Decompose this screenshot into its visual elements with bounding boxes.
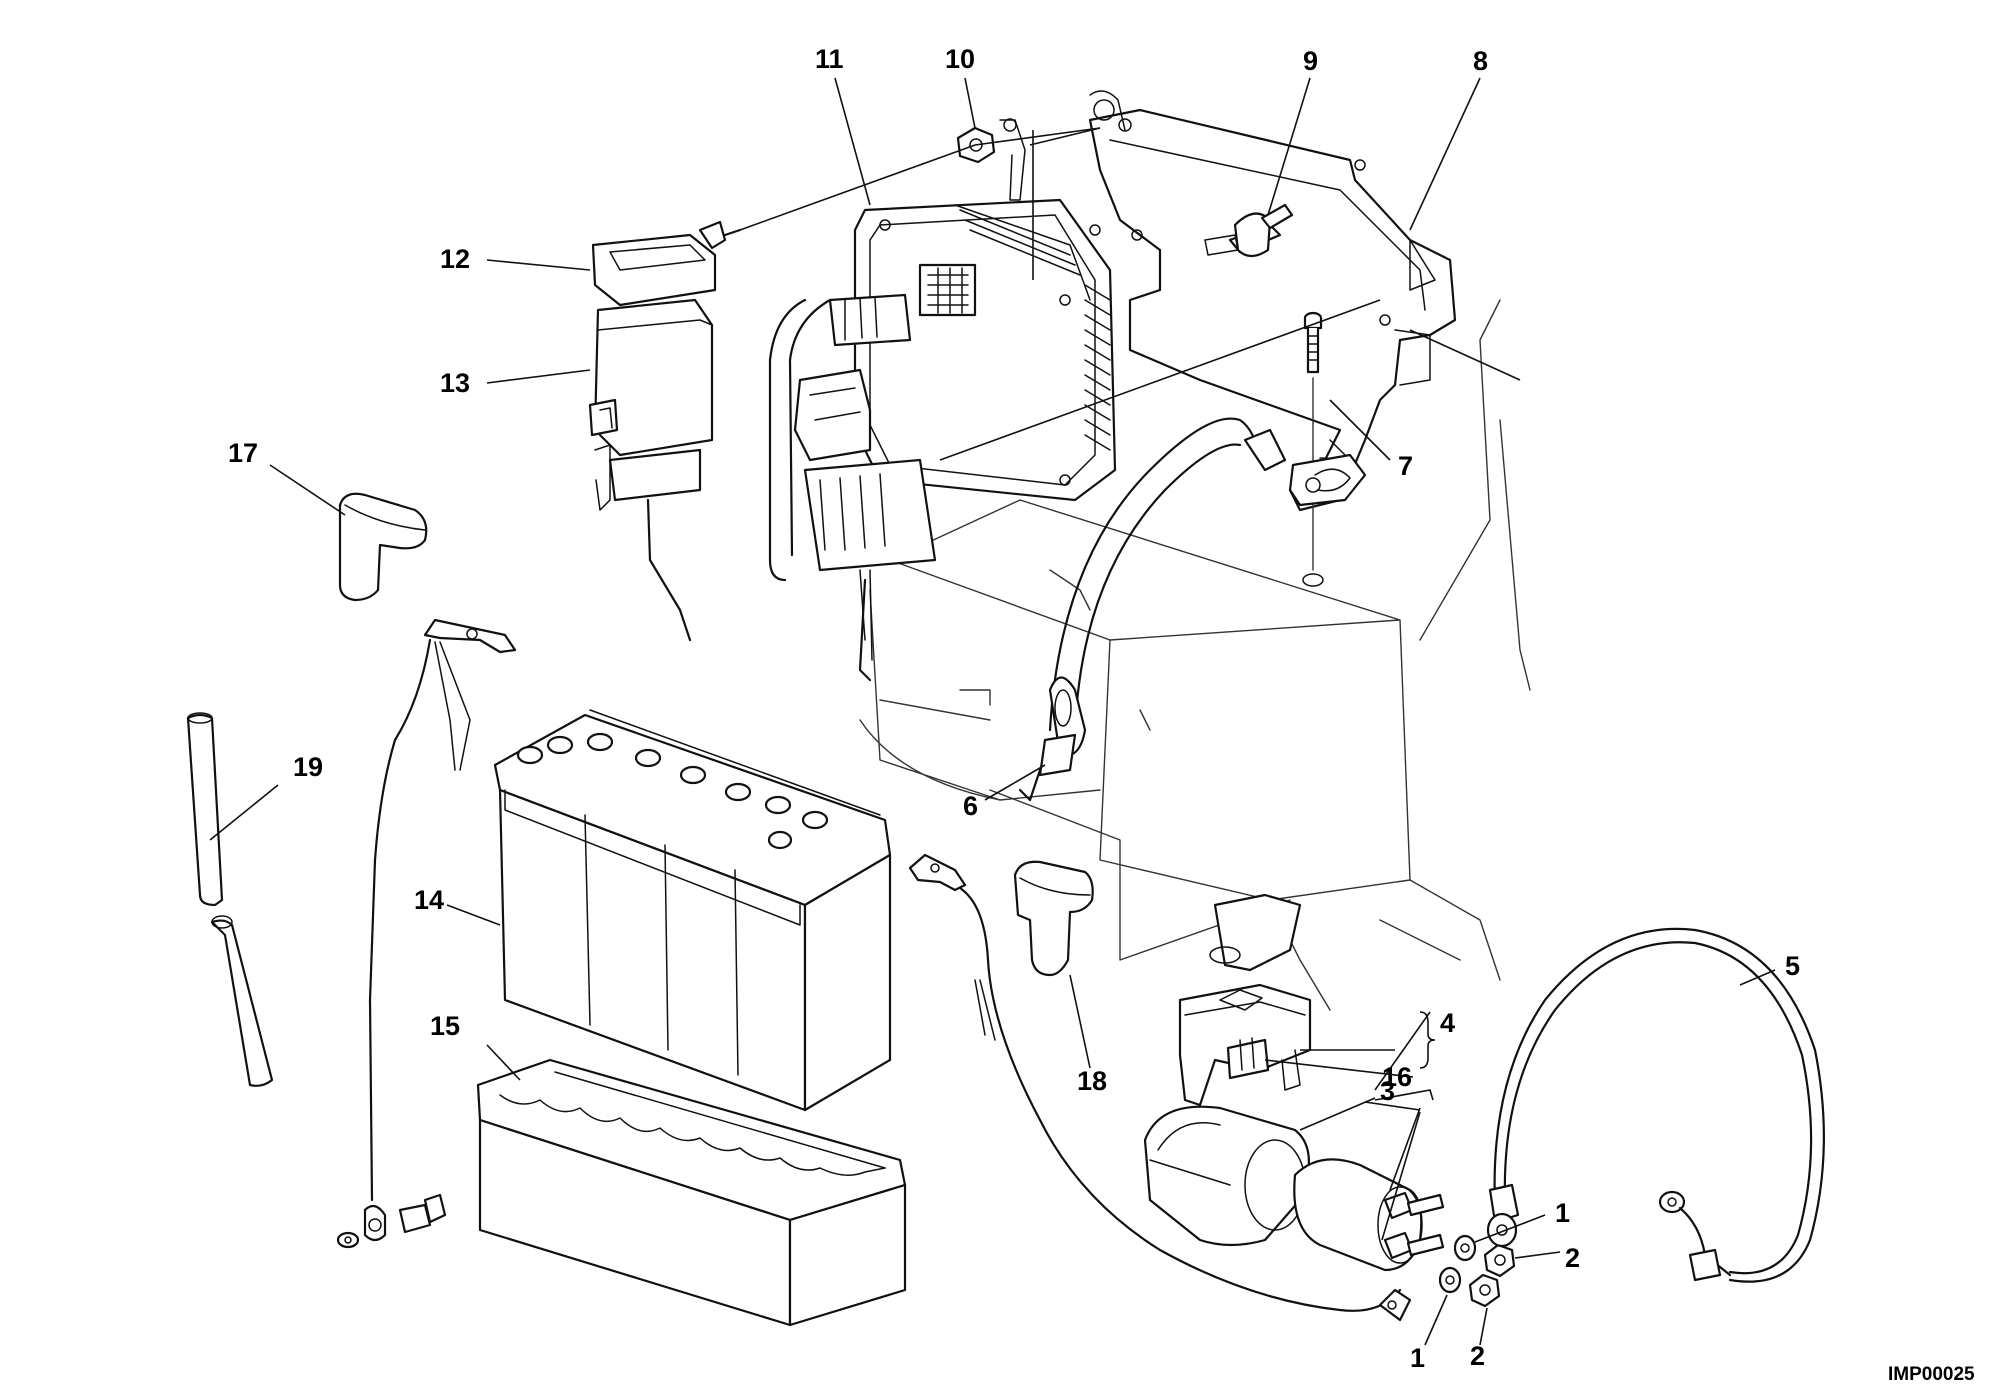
rubber-mount-part-16 [1226, 1037, 1270, 1080]
screw-part-7 [1288, 311, 1367, 587]
callout-15: 15 [430, 1011, 460, 1041]
callout-7: 7 [1398, 451, 1413, 481]
drawing-code: IMP00025 [1888, 1364, 1975, 1385]
callout-4: 4 [1440, 1008, 1455, 1038]
negative-cable [908, 853, 1412, 1322]
starter-solenoid-part-3 [1143, 1105, 1445, 1272]
frame-ghost-outline [859, 299, 1531, 1011]
callout-11: 11 [815, 44, 844, 74]
nut-part-10 [956, 118, 1026, 201]
terminal-cap-part-17 [338, 492, 428, 602]
washers-part-1 [1438, 1234, 1477, 1294]
callout-16: 16 [1382, 1062, 1412, 1092]
stud-bolt-part-9 [1204, 203, 1294, 258]
callout-6: 6 [963, 791, 978, 821]
callout-9: 9 [1303, 46, 1318, 76]
callout-2b: 2 [1470, 1341, 1485, 1371]
callout-2a: 2 [1565, 1243, 1580, 1273]
callout-12: 12 [440, 244, 470, 274]
nuts-part-2 [1468, 1243, 1516, 1308]
positive-cable-part-5 [1486, 927, 1825, 1283]
callout-1b: 1 [1410, 1343, 1425, 1373]
breather-tube-part-19 [186, 712, 274, 1087]
battery-case-part-15 [476, 1058, 907, 1327]
solenoid-terminals [1383, 1191, 1445, 1260]
leader-lines [209, 77, 1776, 1346]
heatsink-fins [959, 209, 1111, 451]
relay-part-13 [588, 298, 714, 642]
callout-18: 18 [1077, 1066, 1107, 1096]
callout-labels: 11 10 9 8 12 13 17 7 19 6 14 15 18 5 4 1… [228, 44, 1975, 1385]
battery-strap-part-6 [1018, 417, 1287, 802]
battery-cell-caps [516, 732, 829, 850]
callout-3: 3 [1380, 1076, 1395, 1106]
terminal-cap-part-18 [1013, 860, 1094, 977]
callout-5: 5 [1785, 951, 1800, 981]
callout-19: 19 [293, 752, 323, 782]
callout-10: 10 [945, 44, 975, 74]
relay-cover-part-12 [591, 220, 742, 307]
callout-17: 17 [228, 438, 258, 468]
callout-1a: 1 [1555, 1198, 1570, 1228]
ground-cable-left [336, 618, 517, 1249]
brace-part-4 [1419, 1011, 1436, 1069]
control-unit-part-11 [768, 198, 1117, 682]
callout-8: 8 [1473, 46, 1488, 76]
battery-part-14 [493, 709, 892, 1112]
callout-14: 14 [414, 885, 444, 915]
callout-13: 13 [440, 368, 470, 398]
